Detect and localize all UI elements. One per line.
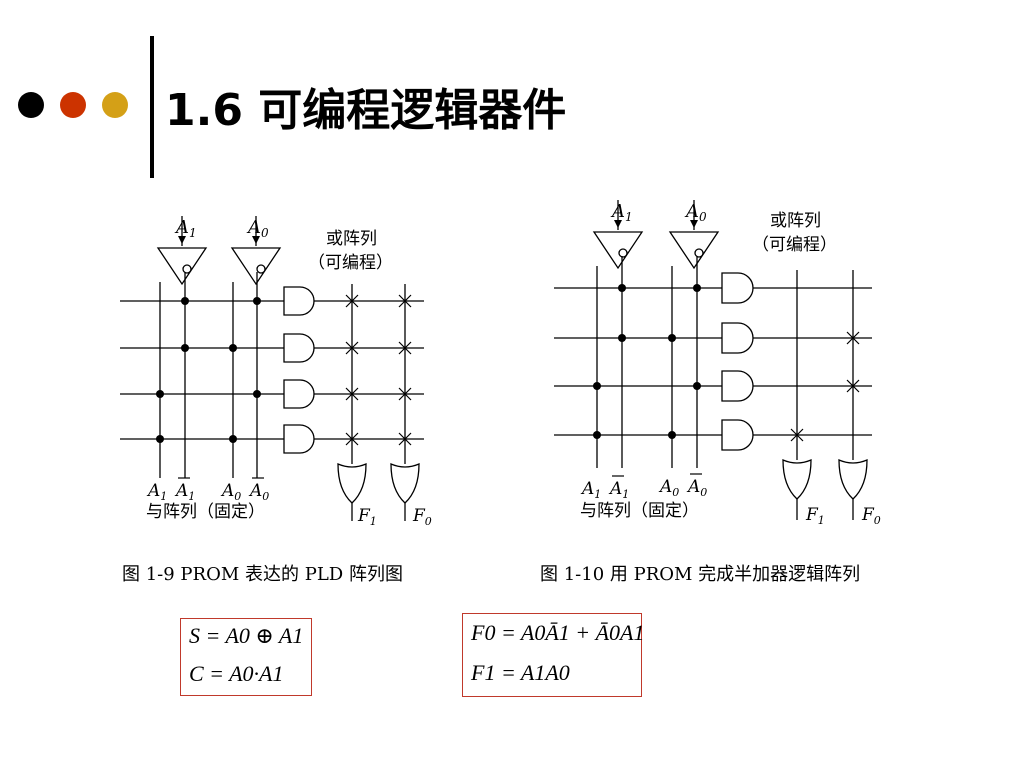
fig2-col-a1: A1 — [580, 479, 601, 501]
f1-equation: F1 = A1A0 — [471, 660, 570, 685]
fig2-col-a1-bar: A1 — [608, 479, 629, 501]
fig1-input-a0: A0 — [246, 217, 269, 240]
fig2-col-a0: A0 — [658, 477, 679, 499]
fig1-output-f1: F1 — [357, 506, 377, 528]
fig1-col-a0: A0 — [220, 481, 241, 503]
fig2-caption: 图 1-10 用 PROM 完成半加器逻辑阵列 — [540, 564, 861, 585]
fig1-col-a1: A1 — [146, 481, 167, 503]
fig2-output-f0: F0 — [861, 505, 881, 527]
fig1-col-a1-bar: A1 — [174, 481, 195, 503]
bullet-dot-red — [60, 92, 86, 118]
fig1-and-label: 与阵列（固定） — [146, 502, 265, 522]
bullet-dot-black — [18, 92, 44, 118]
fig1-or-label: 或阵列 — [326, 229, 377, 249]
fig1-col-a0-bar: A0 — [248, 481, 269, 503]
fig1-input-a1: A1 — [174, 217, 197, 240]
sum-equation: S = A0 ⊕ A1 — [189, 623, 304, 648]
fig2-col-a0-bar: A0 — [686, 477, 707, 499]
fig1-caption: 图 1-9 PROM 表达的 PLD 阵列图 — [122, 564, 403, 585]
fig2-input-a0: A0 — [684, 201, 707, 224]
fig2-or-label-sub: （可编程） — [752, 235, 837, 255]
title-divider — [150, 36, 154, 178]
fig2-and-label: 与阵列（固定） — [580, 501, 699, 521]
f0-equation: F0 = A0Ā1 + Ā0A1 — [471, 620, 645, 645]
fig1-output-f0: F0 — [412, 506, 432, 528]
half-adder-equations-box: S = A0 ⊕ A1 C = A0·A1 — [180, 618, 312, 696]
fig1-or-label-sub: （可编程） — [308, 253, 393, 273]
slide-title: 1.6 可编程逻辑器件 — [165, 85, 567, 136]
carry-equation: C = A0·A1 — [189, 661, 284, 686]
fig2-output-f1: F1 — [805, 505, 825, 527]
title-bullets — [18, 92, 138, 120]
output-equations-box: F0 = A0Ā1 + Ā0A1 F1 = A1A0 — [462, 613, 645, 697]
fig2-input-a1: A1 — [610, 201, 633, 224]
fig2-or-label: 或阵列 — [770, 211, 821, 231]
bullet-dot-gold — [102, 92, 128, 118]
